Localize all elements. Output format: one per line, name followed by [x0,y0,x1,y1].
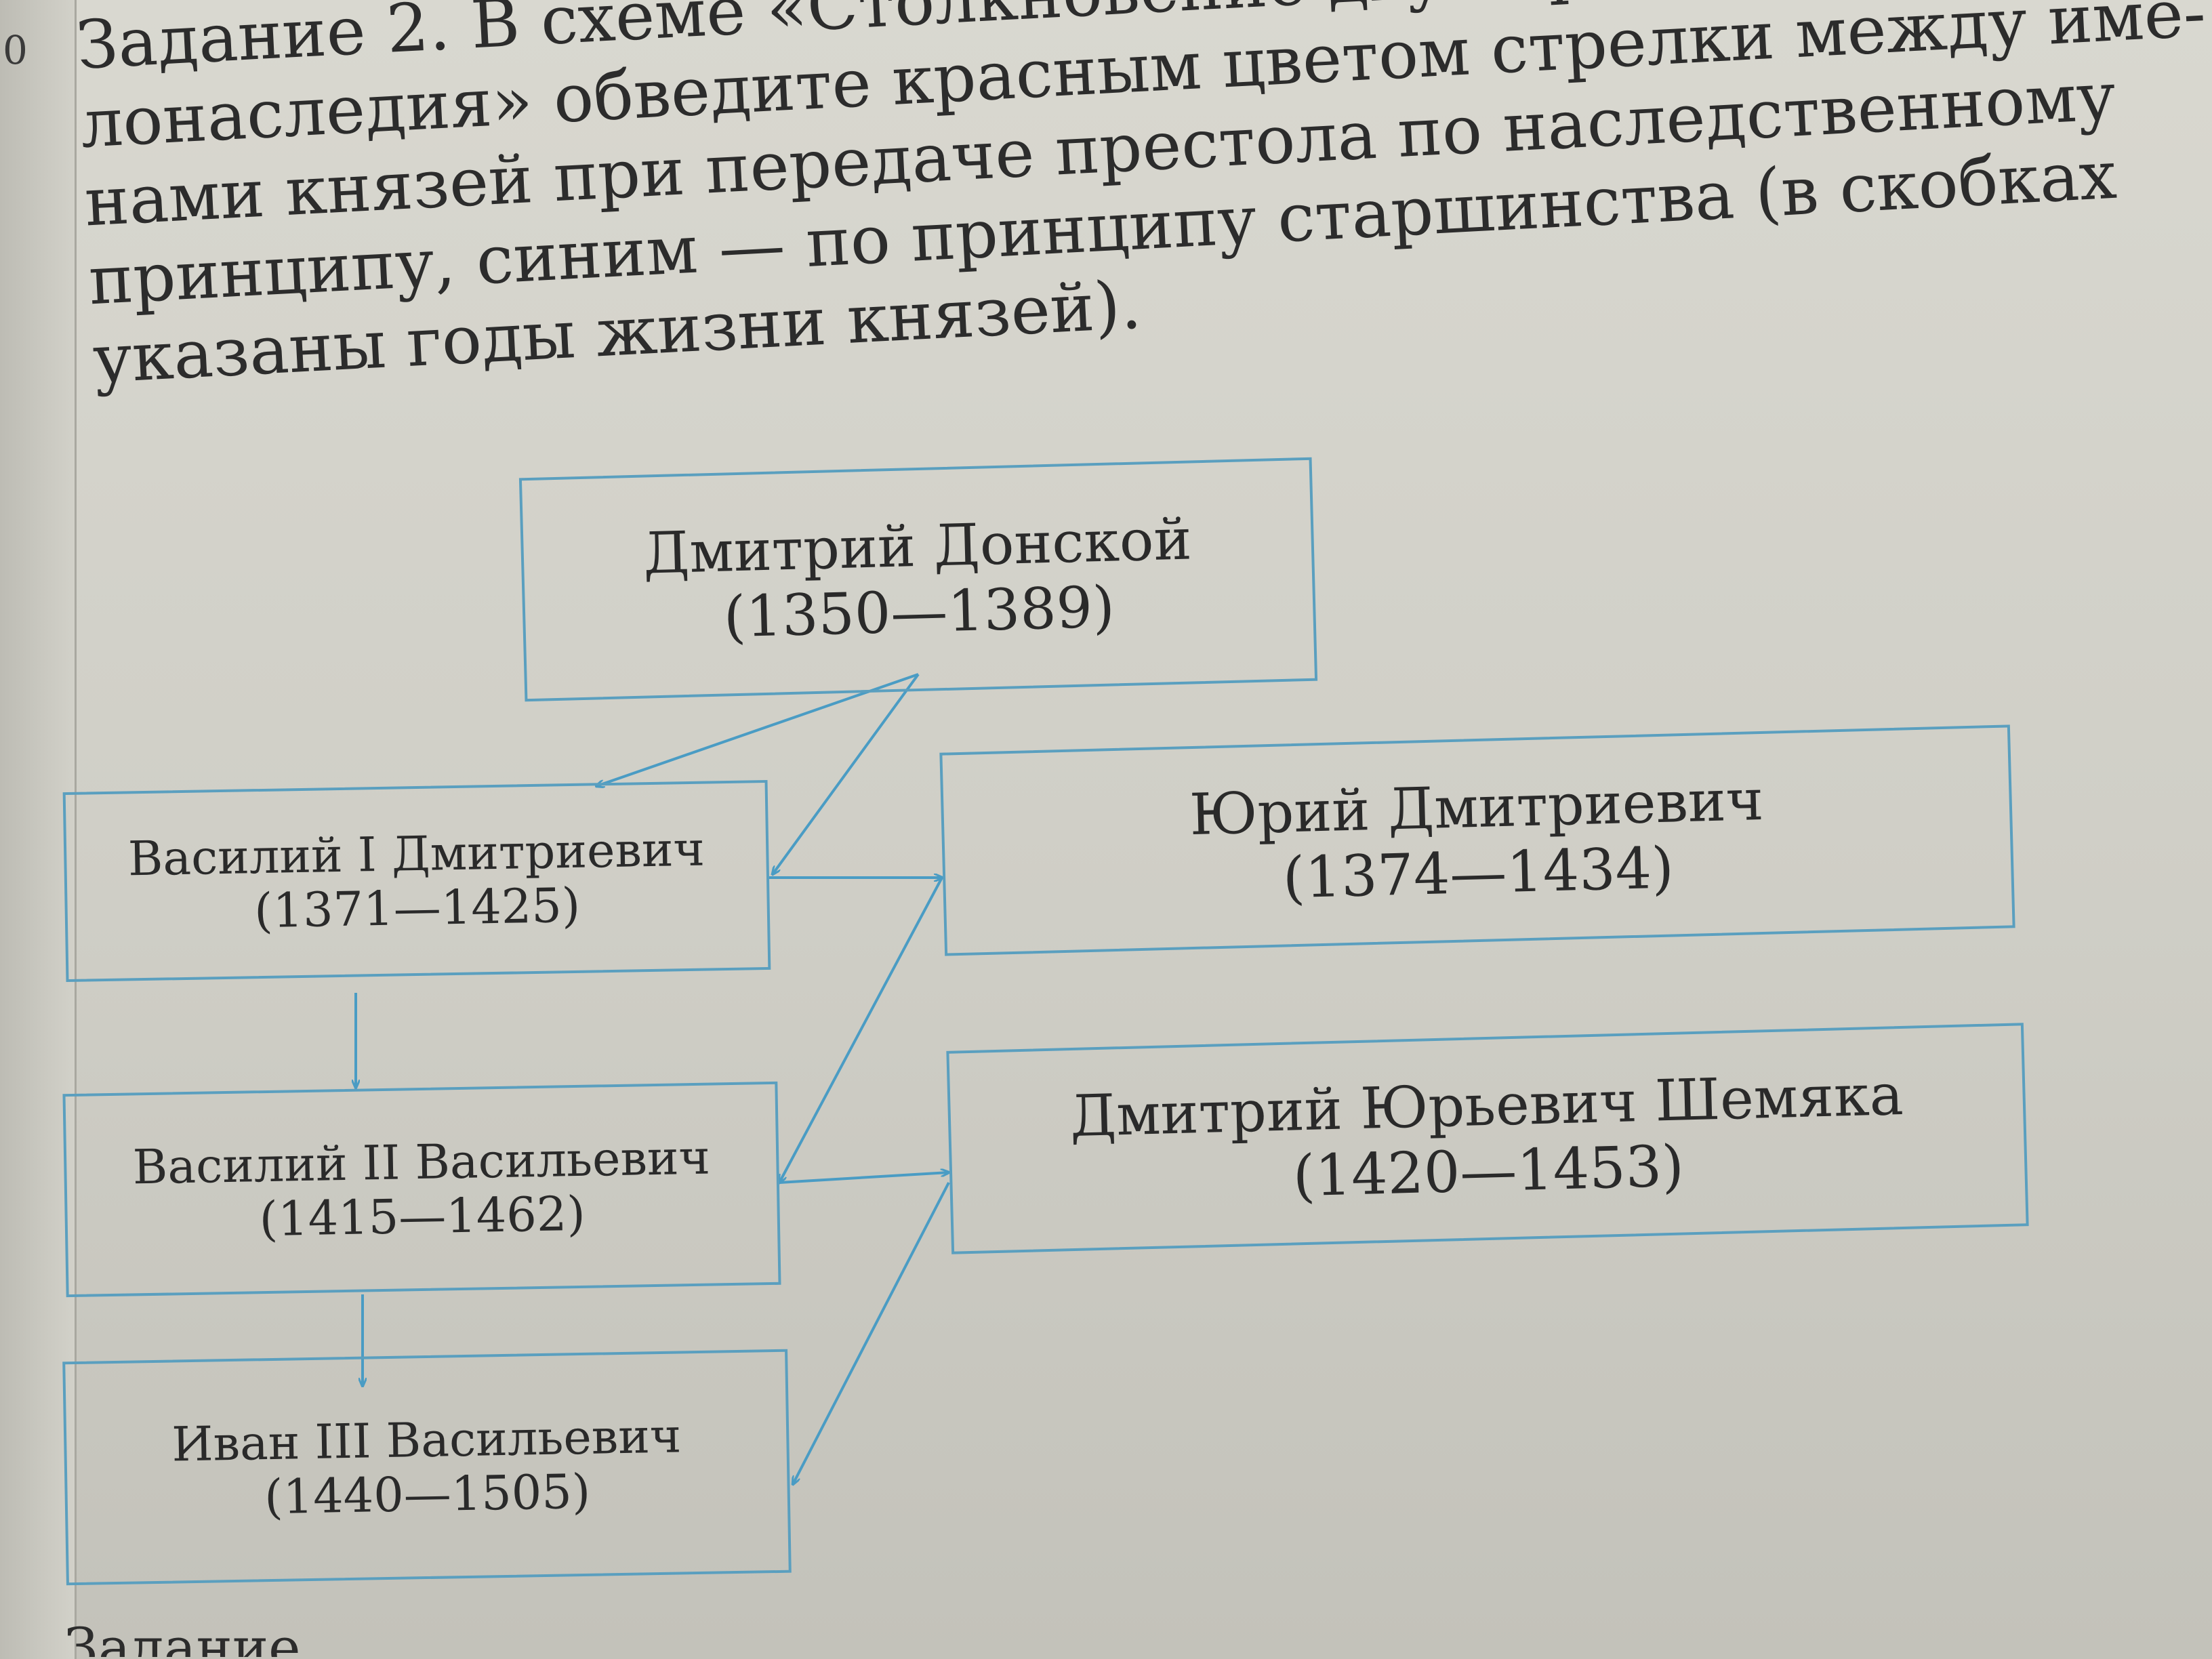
node-ivan-3: Иван III Васильевич (1440—1505) [62,1349,792,1586]
node-years: (1415—1462) [259,1185,586,1248]
node-yuri: Юрий Дмитриевич (1374—1434) [939,724,2015,956]
node-vasily-2: Василий II Васильевич (1415—1462) [62,1081,781,1298]
arrow-donskoy-to-vasily1-left [596,673,919,786]
node-name: Василий I Дмитриевич [127,821,705,886]
arrow-shemyaka-to-ivan3 [793,1182,950,1484]
node-years: (1374—1434) [1282,834,1675,912]
next-task-heading-cut: Задание [64,1616,301,1657]
arrow-vasily2-to-shemyaka [779,1172,949,1184]
node-name: Дмитрий Юрьевич Шемяка [1069,1061,1904,1150]
page-number: 0 [3,27,28,73]
arrow-donskoy-to-vasily1-right [773,673,920,874]
arrow-yuri-to-vasily2 [779,877,943,1183]
node-dmitry-donskoy: Дмитрий Донской (1350—1389) [518,457,1318,702]
node-vasily-1: Василий I Дмитриевич (1371—1425) [62,779,771,983]
node-name: Иван III Васильевич [171,1407,682,1473]
node-shemyaka: Дмитрий Юрьевич Шемяка (1420—1453) [946,1023,2029,1254]
node-years: (1420—1453) [1292,1132,1685,1210]
node-name: Юрий Дмитриевич [1189,766,1765,848]
node-years: (1440—1505) [264,1463,591,1525]
node-name: Василий II Васильевич [132,1129,711,1195]
page-edge [0,0,77,1659]
node-years: (1350—1389) [722,573,1115,651]
node-years: (1371—1425) [253,877,581,939]
